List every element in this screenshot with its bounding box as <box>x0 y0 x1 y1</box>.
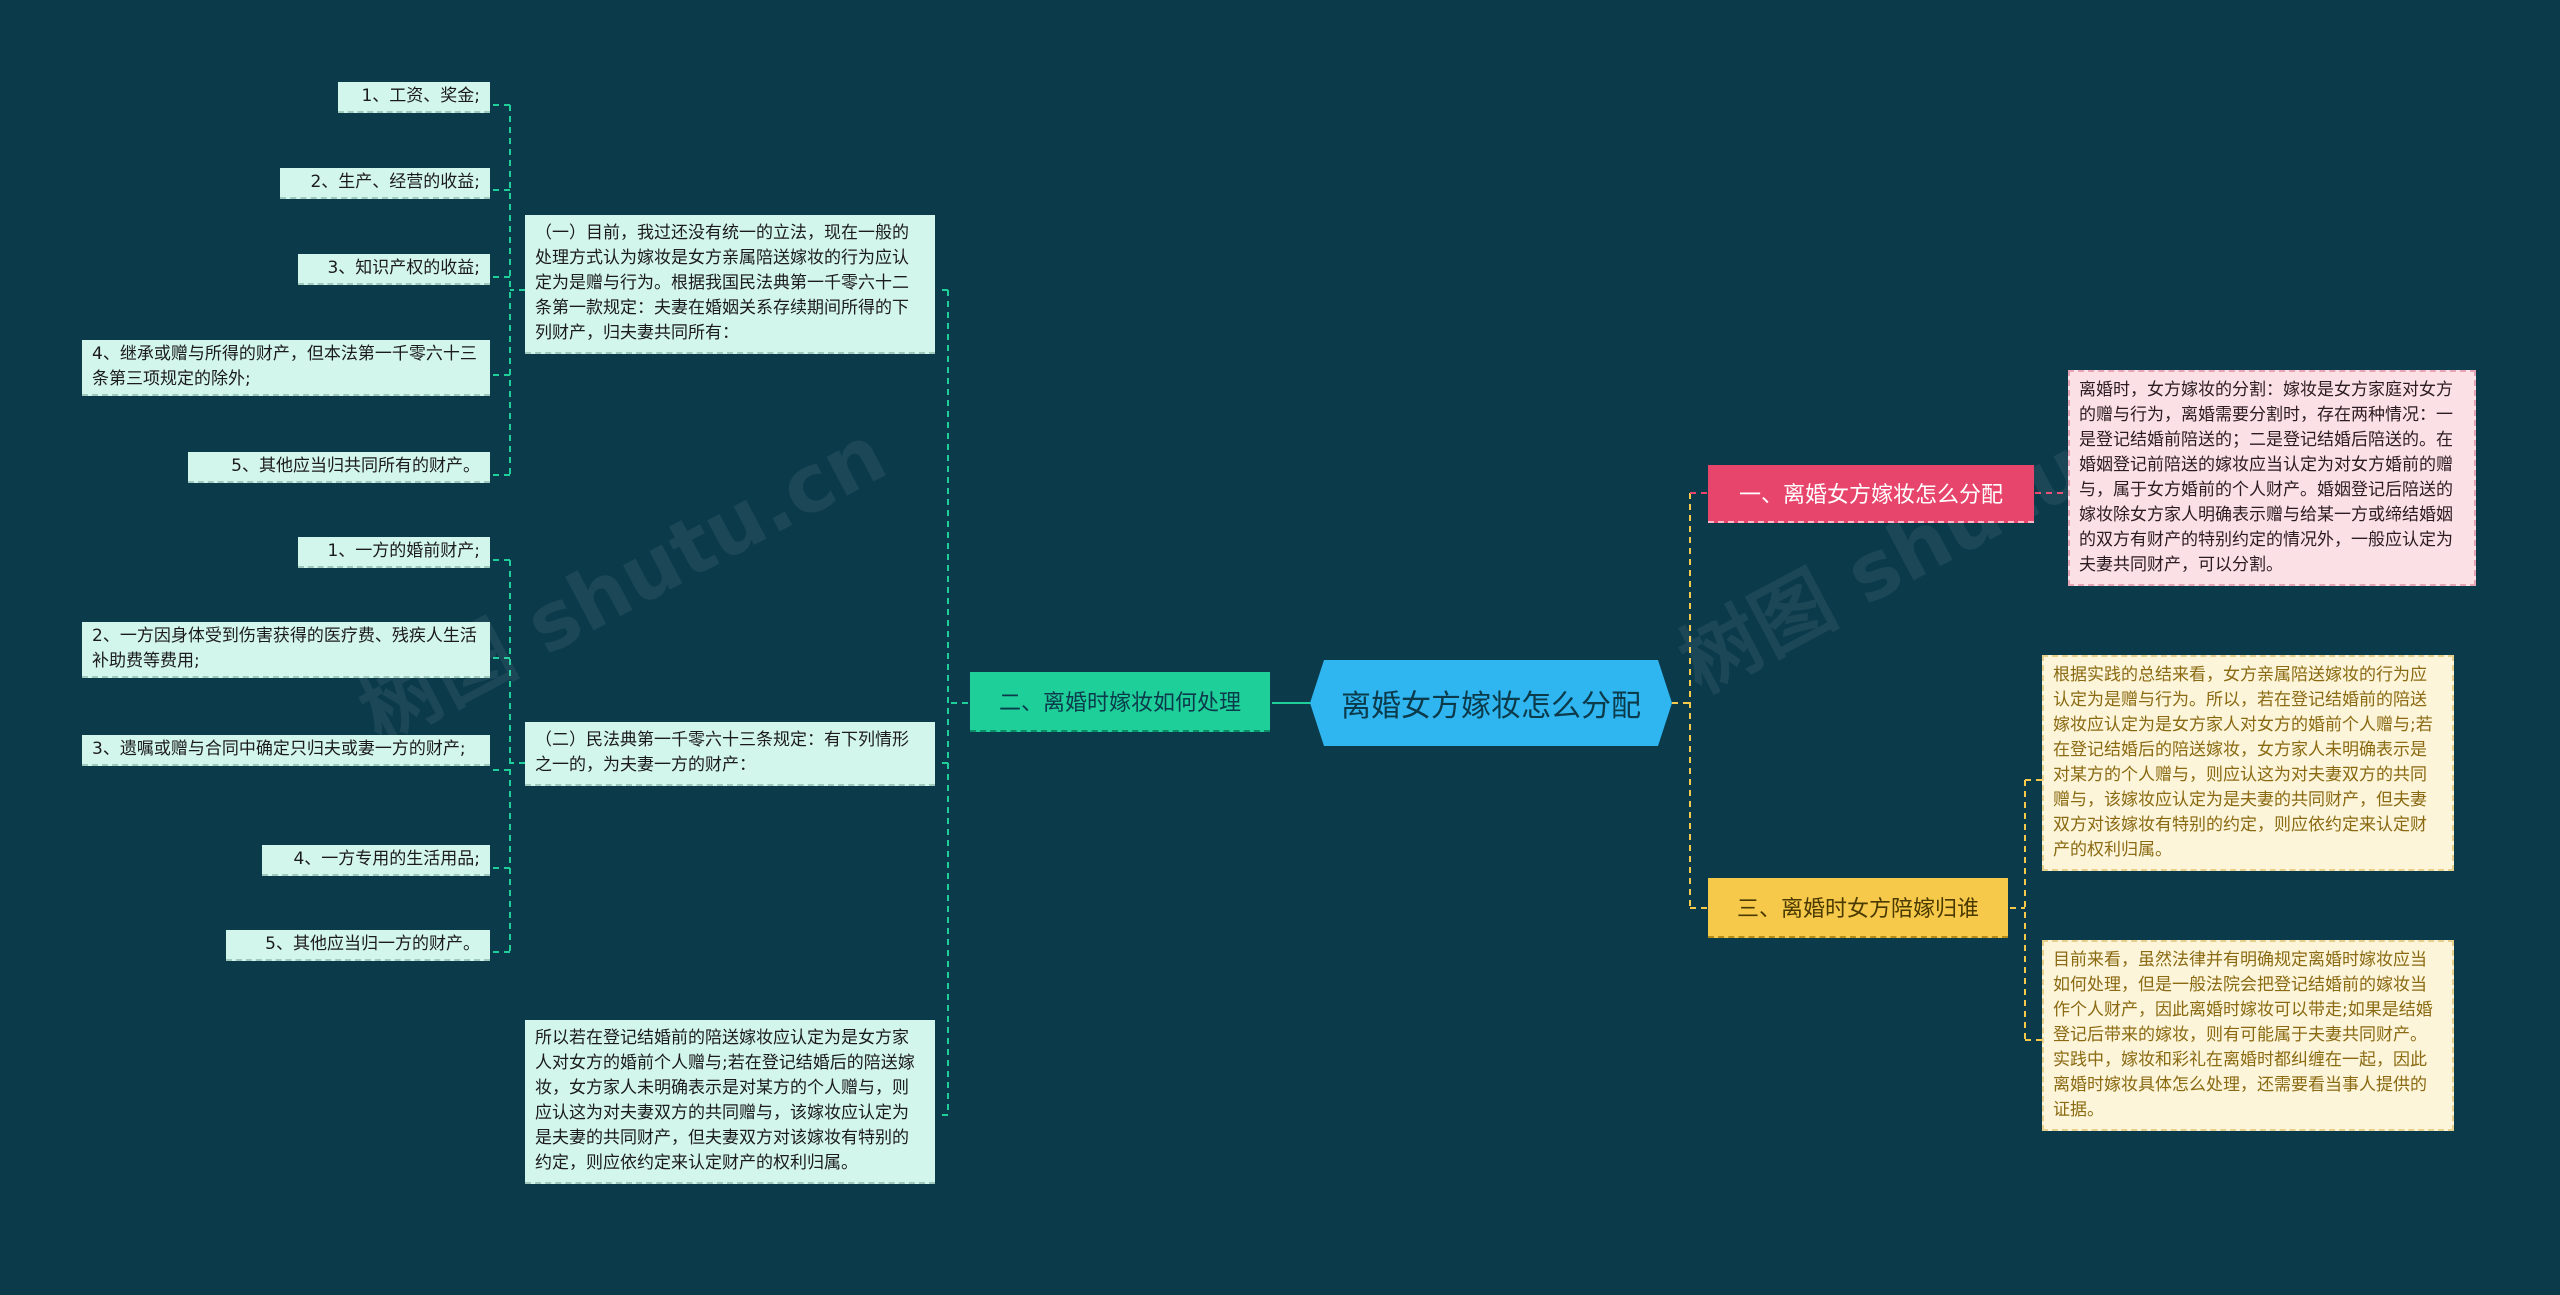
left-paragraph-1: （一）目前，我过还没有统一的立法，现在一般的处理方式认为嫁妆是女方亲属陪送嫁妆的… <box>525 215 935 354</box>
list-item-text: 5、其他应当归共同所有的财产。 <box>231 456 480 476</box>
list-item: 1、一方的婚前财产; <box>298 537 490 568</box>
branch-left-label: 二、离婚时嫁妆如何处理 <box>998 691 1241 716</box>
left-paragraph-2: （二）民法典第一千零六十三条规定：有下列情形之一的，为夫妻一方的财产： <box>525 722 935 786</box>
list-item-text: 1、一方的婚前财产; <box>327 541 480 561</box>
branch-right-2-label: 三、离婚时女方陪嫁归谁 <box>1736 897 1979 922</box>
list-item-text: 2、一方因身体受到伤害获得的医疗费、残疾人生活补助费等费用; <box>92 626 477 671</box>
list-item-text: 3、知识产权的收益; <box>327 258 480 278</box>
branch-right-1-label: 一、离婚女方嫁妆怎么分配 <box>1738 483 2003 508</box>
list-item: 2、生产、经营的收益; <box>280 168 490 199</box>
list-item: 2、一方因身体受到伤害获得的医疗费、残疾人生活补助费等费用; <box>82 622 490 678</box>
list-item-text: 5、其他应当归一方的财产。 <box>265 934 480 954</box>
list-item: 5、其他应当归共同所有的财产。 <box>188 452 490 483</box>
right-2-paragraph-2: 目前来看，虽然法律并有明确规定离婚时嫁妆应当如何处理，但是一般法院会把登记结婚前… <box>2042 940 2454 1131</box>
list-item: 1、工资、奖金; <box>338 82 490 113</box>
list-item-text: 2、生产、经营的收益; <box>310 172 480 192</box>
right-1-paragraph: 离婚时，女方嫁妆的分割：嫁妆是女方家庭对女方的赠与行为，离婚需要分割时，存在两种… <box>2068 370 2476 586</box>
right-1-paragraph-text: 离婚时，女方嫁妆的分割：嫁妆是女方家庭对女方的赠与行为，离婚需要分割时，存在两种… <box>2079 380 2453 575</box>
left-paragraph-2-text: （二）民法典第一千零六十三条规定：有下列情形之一的，为夫妻一方的财产： <box>535 730 909 775</box>
list-item: 4、继承或赠与所得的财产，但本法第一千零六十三条第三项规定的除外; <box>82 340 490 396</box>
root-node[interactable]: 离婚女方嫁妆怎么分配 <box>1310 660 1672 746</box>
right-2-paragraph-1: 根据实践的总结来看，女方亲属陪送嫁妆的行为应认定为是赠与行为。所以，若在登记结婚… <box>2042 655 2454 871</box>
list-item-text: 4、继承或赠与所得的财产，但本法第一千零六十三条第三项规定的除外; <box>92 344 477 389</box>
list-item-text: 1、工资、奖金; <box>361 86 480 106</box>
branch-left[interactable]: 二、离婚时嫁妆如何处理 <box>970 672 1270 732</box>
branch-right-1[interactable]: 一、离婚女方嫁妆怎么分配 <box>1708 465 2034 523</box>
right-2-paragraph-1-text: 根据实践的总结来看，女方亲属陪送嫁妆的行为应认定为是赠与行为。所以，若在登记结婚… <box>2053 665 2433 860</box>
list-item-text: 4、一方专用的生活用品; <box>293 849 480 869</box>
list-item: 3、遗嘱或赠与合同中确定只归夫或妻一方的财产; <box>82 735 490 766</box>
left-paragraph-3: 所以若在登记结婚前的陪送嫁妆应认定为是女方家人对女方的婚前个人赠与;若在登记结婚… <box>525 1020 935 1184</box>
list-item: 5、其他应当归一方的财产。 <box>226 930 490 961</box>
list-item-text: 3、遗嘱或赠与合同中确定只归夫或妻一方的财产; <box>92 739 466 759</box>
list-item: 4、一方专用的生活用品; <box>262 845 490 876</box>
root-label: 离婚女方嫁妆怎么分配 <box>1341 689 1641 724</box>
left-paragraph-3-text: 所以若在登记结婚前的陪送嫁妆应认定为是女方家人对女方的婚前个人赠与;若在登记结婚… <box>535 1028 915 1173</box>
list-item: 3、知识产权的收益; <box>298 254 490 285</box>
branch-right-2[interactable]: 三、离婚时女方陪嫁归谁 <box>1708 878 2008 938</box>
right-2-paragraph-2-text: 目前来看，虽然法律并有明确规定离婚时嫁妆应当如何处理，但是一般法院会把登记结婚前… <box>2053 950 2433 1120</box>
left-paragraph-1-text: （一）目前，我过还没有统一的立法，现在一般的处理方式认为嫁妆是女方亲属陪送嫁妆的… <box>535 223 909 343</box>
root-shape <box>1310 660 1672 746</box>
